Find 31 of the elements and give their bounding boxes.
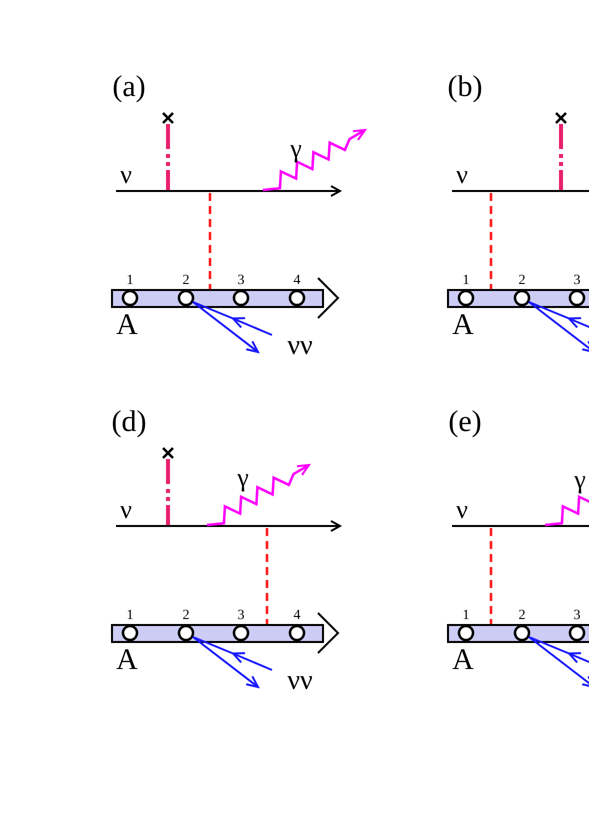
nucleon-number: 1 xyxy=(126,609,134,623)
nucleus-label: A xyxy=(116,310,138,340)
nucleon-number: 2 xyxy=(182,274,190,288)
nucleon-number: 3 xyxy=(238,609,244,623)
panel-label: (e) xyxy=(448,407,482,437)
panel-label: (d) xyxy=(112,407,146,437)
nucleus-label: A xyxy=(452,310,474,340)
panel-label: (a) xyxy=(112,72,146,102)
nucleon-number: 1 xyxy=(462,274,470,288)
neutrino-label: ν xyxy=(120,497,132,523)
neutrino-pair-label: νν xyxy=(287,667,313,695)
nucleus-label: A xyxy=(116,645,138,675)
photon-label: γ xyxy=(290,136,302,162)
nucleon-number: 1 xyxy=(462,609,470,623)
neutrino-label: ν xyxy=(456,497,468,523)
neutrino-pair-label: νν xyxy=(287,332,313,360)
nucleus-label: A xyxy=(452,645,474,675)
neutrino-label: ν xyxy=(120,162,132,188)
nucleon-number: 3 xyxy=(238,274,244,288)
neutrino-label: ν xyxy=(456,162,468,188)
nucleon-number: 2 xyxy=(518,609,526,623)
nucleon-number: 2 xyxy=(182,609,190,623)
photon-label: γ xyxy=(237,465,249,491)
nucleon-number: 4 xyxy=(294,609,300,623)
nucleon-number: 3 xyxy=(574,609,580,623)
nucleon-number: 4 xyxy=(294,274,300,288)
nucleon-number: 1 xyxy=(126,274,134,288)
nucleon-number: 3 xyxy=(574,274,580,288)
panel-label: (b) xyxy=(448,72,482,102)
nucleon-number: 2 xyxy=(518,274,526,288)
photon-label: γ xyxy=(574,467,586,493)
